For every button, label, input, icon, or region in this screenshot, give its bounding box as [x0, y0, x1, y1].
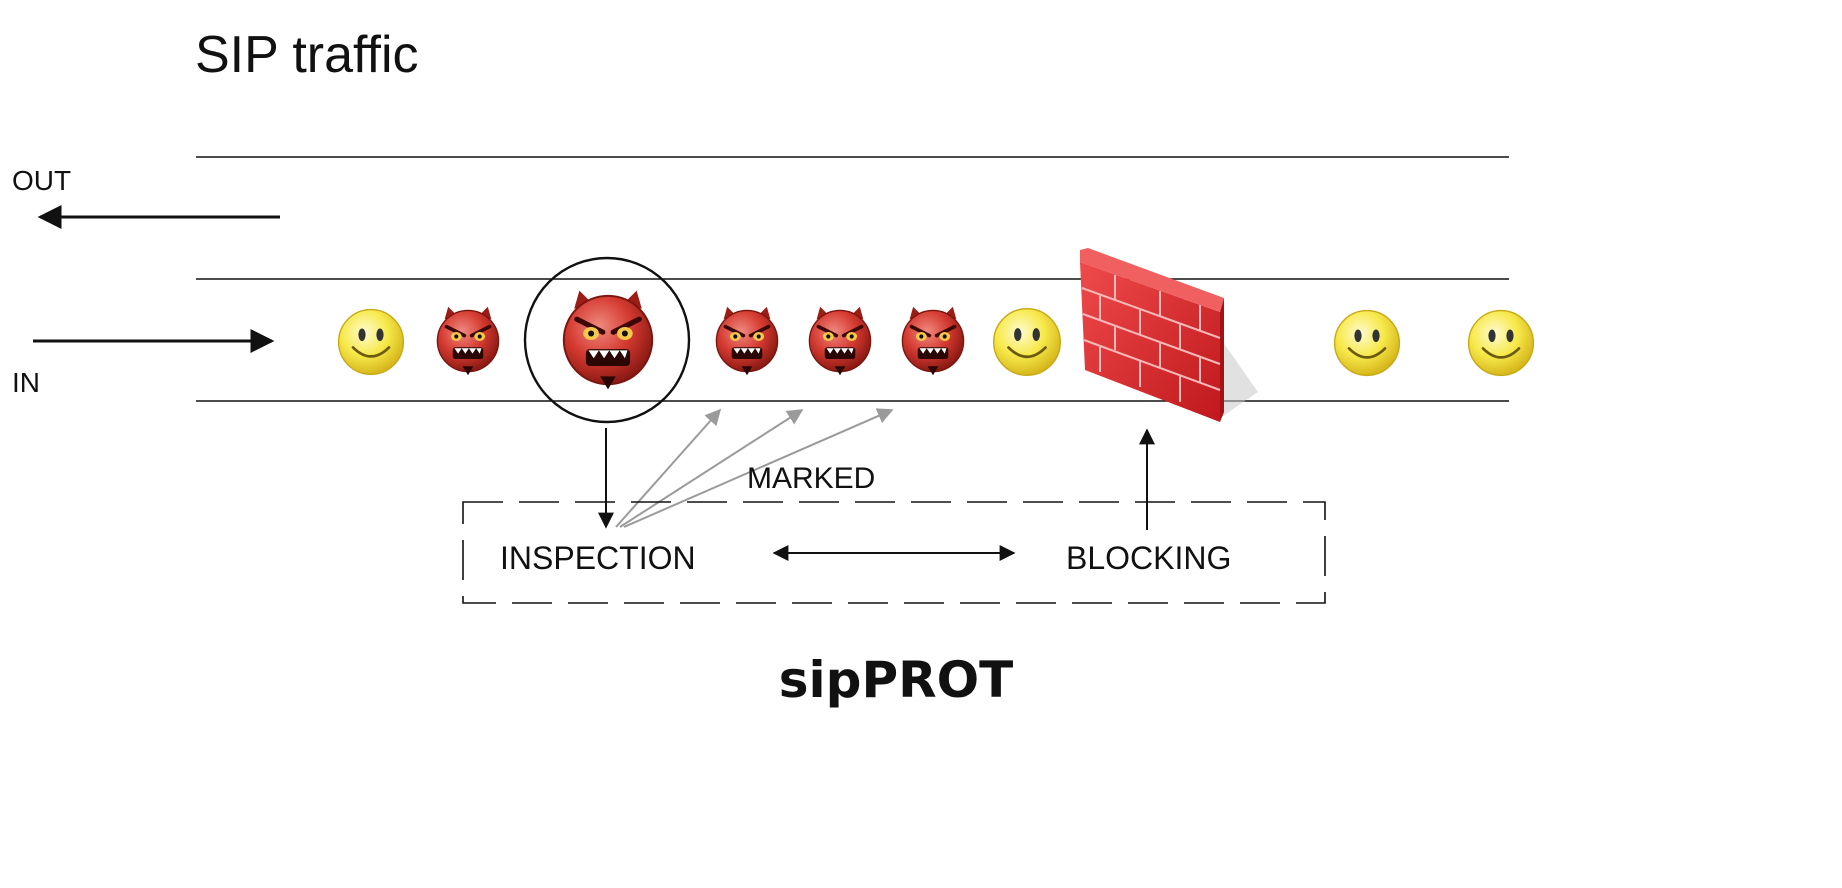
smiley-icon: [337, 308, 405, 376]
marked-arrow: [623, 408, 894, 528]
marked-arrow: [615, 408, 722, 528]
out-label: OUT: [12, 165, 71, 196]
devil-icon: [435, 305, 501, 377]
devil-icon: [714, 305, 780, 377]
devil-icon: [807, 305, 873, 377]
smiley-icon: [1467, 309, 1535, 377]
smiley-icon: [992, 307, 1062, 377]
blocking-label: BLOCKING: [1066, 540, 1231, 576]
inspection-label: INSPECTION: [500, 540, 696, 576]
product-name: sipPROT: [779, 651, 1013, 709]
devil-inspected-icon: [564, 291, 652, 390]
smiley-icon: [1333, 309, 1401, 377]
inspection-focus-ring: [523, 256, 691, 424]
marked-arrow: [619, 409, 804, 528]
diagram-title: SIP traffic: [195, 26, 419, 84]
devil-icon: [900, 305, 966, 377]
sipprot-box: [462, 501, 1326, 604]
firewall-icon: [1080, 248, 1258, 422]
in-label: IN: [12, 367, 40, 398]
marked-label: MARKED: [747, 462, 875, 495]
